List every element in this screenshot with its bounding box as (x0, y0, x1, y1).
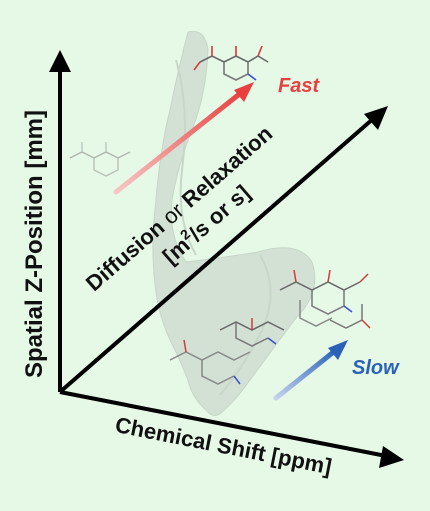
molecule-icon (193, 45, 269, 81)
y-axis-label: Spatial Z-Position [mm] (21, 110, 48, 378)
x-axis (59, 390, 387, 458)
diagonal-axis (58, 116, 376, 394)
y-axis-arrowhead (49, 50, 71, 72)
slow-arrow (273, 340, 348, 401)
slow-label: Slow (352, 357, 400, 379)
molecule-icon (69, 142, 131, 177)
specimen-silhouette (152, 30, 316, 416)
x-axis-arrowhead (379, 446, 404, 468)
fast-label: Fast (278, 75, 320, 97)
axes (49, 50, 404, 468)
diagonal-axis-arrowhead (364, 106, 388, 130)
molecule-cluster-icon (169, 269, 371, 385)
fast-arrow (113, 82, 254, 195)
